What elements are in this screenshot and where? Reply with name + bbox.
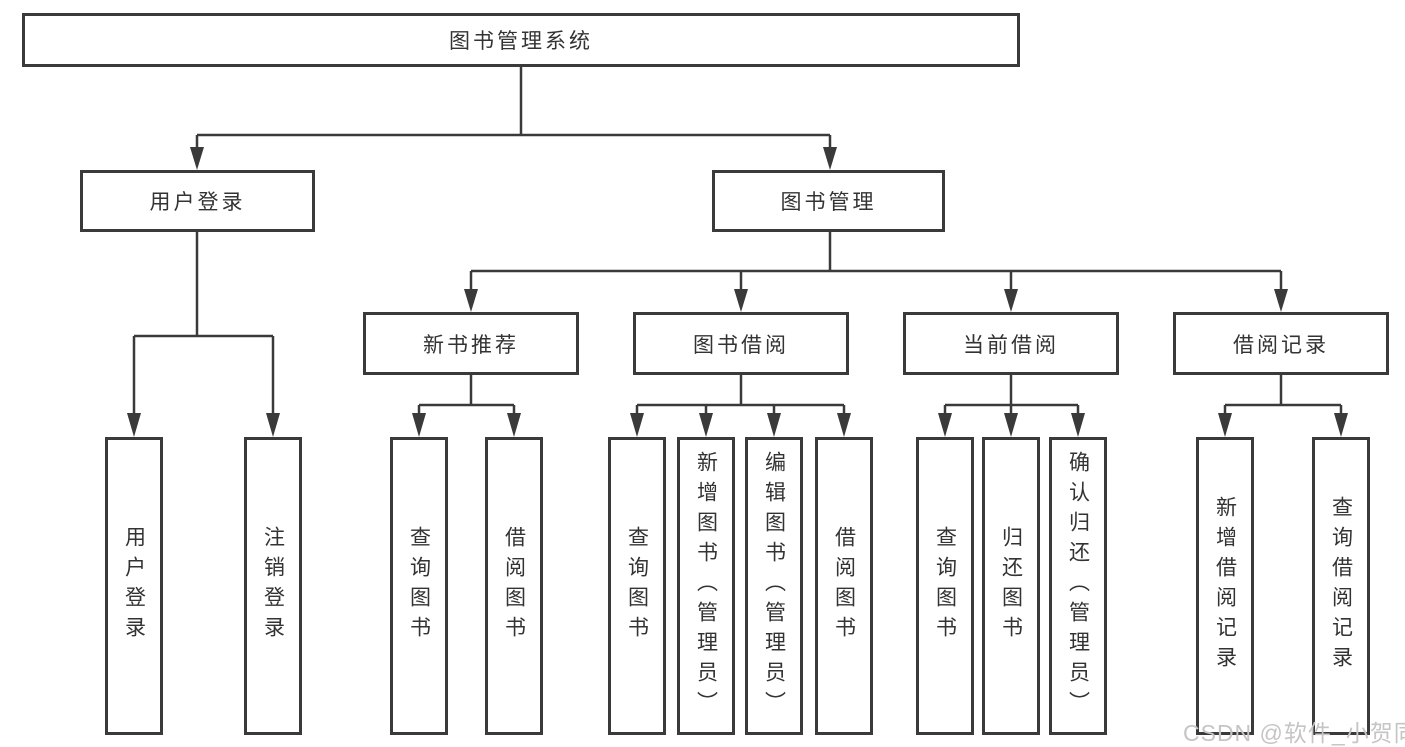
connector-user-login-to-children [132,232,275,416]
arrowhead [190,147,204,170]
leaf-edit-book-admin: 编辑图书（管理员） [745,437,803,735]
node-user-login: 用户登录 [80,170,315,232]
leaf-user-login-label: 用户登录 [122,526,146,646]
watermark: CSDN @软件_小贺同学 [1183,720,1405,746]
node-current-borrow: 当前借阅 [903,312,1119,375]
arrowhead [464,289,478,312]
leaf-query-books-recommend: 查询图书 [390,437,448,735]
node-borrow-records: 借阅记录 [1173,312,1389,375]
arrowhead [1218,413,1232,437]
connector-records-to-children [1223,375,1343,416]
arrowhead [266,413,280,437]
arrowhead [767,413,781,437]
arrowhead [938,413,952,437]
arrowhead [734,289,748,312]
arrowhead [412,413,426,437]
leaf-return-books: 归还图书 [982,437,1040,735]
node-root: 图书管理系统 [22,13,1020,67]
leaf-confirm-return-admin-label: 确认归还（管理员） [1066,451,1090,721]
leaf-borrow-books-recommend: 借阅图书 [485,437,543,735]
leaf-query-books-borrow: 查询图书 [608,437,666,735]
node-book-management-label: 图书管理 [780,191,877,214]
leaf-query-books-current-label: 查询图书 [933,526,957,646]
arrowhead [1071,413,1085,437]
node-root-label: 图书管理系统 [449,30,593,53]
leaf-logout: 注销登录 [244,437,302,735]
node-new-book-recommend: 新书推荐 [363,312,579,375]
node-book-management: 图书管理 [712,170,945,232]
connector-book-mgmt-to-level3 [469,232,1283,292]
node-new-book-recommend-label: 新书推荐 [423,333,519,357]
arrowheads [127,147,1348,437]
leaf-query-books-recommend-label: 查询图书 [407,526,431,646]
connector-root-to-level2 [195,67,832,150]
arrowhead [630,413,644,437]
leaf-query-borrow-record-label: 查询借阅记录 [1329,496,1353,676]
arrowhead [1004,289,1018,312]
leaf-edit-book-admin-label: 编辑图书（管理员） [762,451,786,721]
connector-current-borrow-to-children [943,375,1080,416]
leaf-borrow-books-label: 借阅图书 [832,526,856,646]
arrowhead [507,413,521,437]
leaf-borrow-books: 借阅图书 [815,437,873,735]
leaf-user-login: 用户登录 [105,437,163,735]
leaf-confirm-return-admin: 确认归还（管理员） [1049,437,1107,735]
node-borrow-records-label: 借阅记录 [1233,333,1329,357]
arrowhead [1004,413,1018,437]
leaf-query-borrow-record: 查询借阅记录 [1312,437,1370,735]
connector-new-book-to-children [417,375,516,416]
connector-book-borrow-to-children [635,375,846,416]
arrowhead [699,413,713,437]
leaf-borrow-books-recommend-label: 借阅图书 [502,526,526,646]
node-user-login-label: 用户登录 [149,191,246,214]
leaf-add-book-admin-label: 新增图书（管理员） [694,451,718,721]
node-book-borrow-label: 图书借阅 [693,333,789,357]
arrowhead [1274,289,1288,312]
leaf-return-books-label: 归还图书 [999,526,1023,646]
leaf-add-book-admin: 新增图书（管理员） [677,437,735,735]
leaf-add-borrow-record: 新增借阅记录 [1196,437,1254,735]
leaf-logout-label: 注销登录 [261,526,285,646]
leaf-query-books-borrow-label: 查询图书 [625,526,649,646]
arrowhead [837,413,851,437]
arrowhead [823,147,837,170]
node-book-borrow: 图书借阅 [633,312,849,375]
arrowhead [127,413,141,437]
arrowhead [1334,413,1348,437]
leaf-add-borrow-record-label: 新增借阅记录 [1213,496,1237,676]
leaf-query-books-current: 查询图书 [916,437,974,735]
node-current-borrow-label: 当前借阅 [963,333,1059,357]
